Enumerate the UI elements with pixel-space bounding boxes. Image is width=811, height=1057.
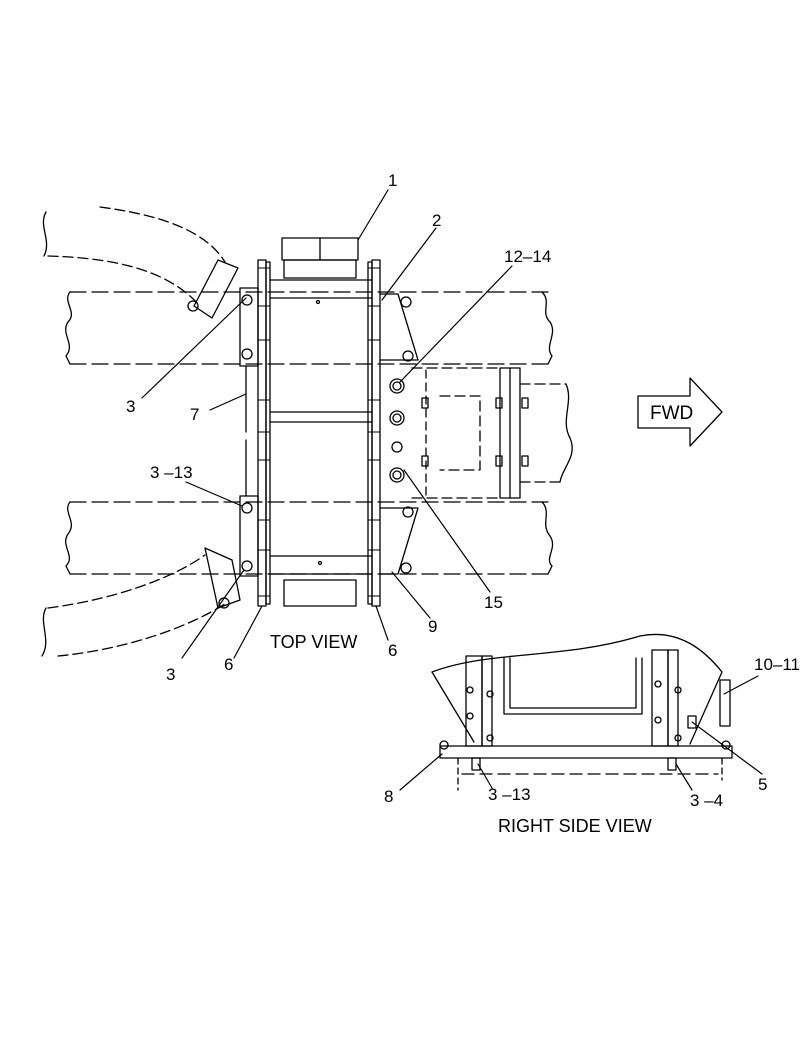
callout-3-13-side: 3 –13 [488, 785, 531, 804]
right-plate [367, 259, 381, 607]
right-side-view-title: RIGHT SIDE VIEW [498, 816, 652, 836]
left-plate [257, 259, 271, 607]
callout-15: 15 [484, 593, 503, 612]
right-side-view-drawing [431, 633, 733, 791]
bolt-column [389, 378, 405, 483]
upper-tube [65, 291, 554, 365]
top-view-title: TOP VIEW [270, 632, 357, 652]
callout-12-14: 12–14 [504, 247, 551, 266]
upper-hose [42, 206, 239, 319]
callout-3-13-top: 3 –13 [150, 463, 193, 482]
callout-6-left: 6 [224, 655, 233, 674]
callout-8: 8 [384, 787, 393, 806]
callout-9: 9 [428, 617, 437, 636]
callout-10-11: 10–11 [754, 655, 800, 674]
top-view-drawing [41, 206, 573, 657]
callout-3-lower: 3 [166, 665, 175, 684]
left-brackets [239, 287, 259, 577]
center-body [269, 279, 373, 607]
callout-2: 2 [432, 211, 441, 230]
leader-lines [141, 189, 763, 791]
right-gussets [379, 293, 419, 575]
forward-arrow-icon [637, 377, 723, 447]
lower-tube [65, 501, 554, 575]
callout-6-right: 6 [388, 641, 397, 660]
callout-3-upper: 3 [126, 397, 135, 416]
forward-label: FWD [650, 403, 693, 424]
right-component [411, 367, 573, 499]
callout-5: 5 [758, 775, 767, 794]
callout-1: 1 [388, 171, 397, 190]
callout-labels: 1 2 12–14 3 7 3 –13 15 9 3 6 6 10–11 5 8… [126, 171, 800, 810]
callout-7: 7 [190, 405, 199, 424]
plate-bolts [257, 267, 381, 597]
lower-hose [41, 547, 241, 657]
callout-3-4: 3 –4 [690, 791, 723, 810]
view-titles: TOP VIEW RIGHT SIDE VIEW [270, 632, 652, 836]
